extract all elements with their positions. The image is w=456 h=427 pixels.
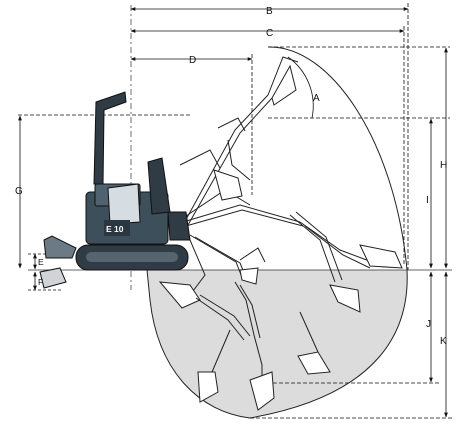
model-label: E 10 <box>106 224 124 234</box>
label-h: H <box>440 160 447 171</box>
label-e: E <box>38 257 44 267</box>
label-i: I <box>426 195 429 206</box>
label-d: D <box>189 55 196 66</box>
label-a: A <box>313 93 320 104</box>
label-c: C <box>266 28 273 39</box>
label-f: F <box>38 277 43 287</box>
dimension-labels: B C D A H I J K G E F <box>15 6 447 347</box>
label-g: G <box>15 186 23 197</box>
boom-positions <box>158 56 403 411</box>
label-k: K <box>440 336 447 347</box>
dimension-a-arc <box>287 56 314 119</box>
label-b: B <box>266 6 273 17</box>
label-j: J <box>426 319 431 330</box>
excavator-body: E 10 <box>39 91 191 289</box>
right-dimensions <box>429 47 448 418</box>
left-dimensions <box>18 115 62 291</box>
